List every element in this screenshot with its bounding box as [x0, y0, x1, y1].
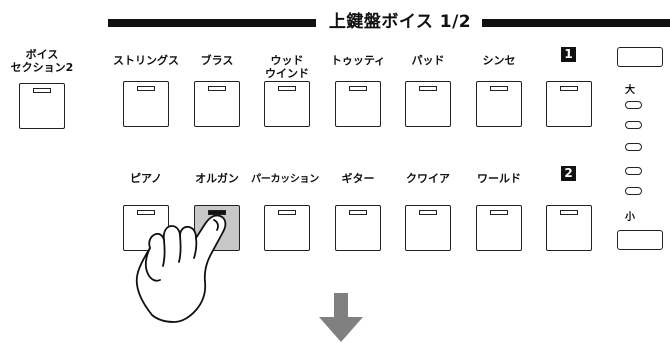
- level-led: [625, 101, 642, 109]
- label-guitar: ギター: [341, 172, 375, 185]
- level-led: [625, 121, 642, 129]
- label-synth: シンセ: [482, 54, 516, 67]
- woodwind-button[interactable]: [264, 81, 310, 127]
- lamp: [490, 210, 508, 215]
- lamp: [208, 86, 226, 91]
- lamp: [137, 86, 155, 91]
- number-2-badge: 2: [561, 166, 576, 181]
- lamp: [349, 210, 367, 215]
- pad-button[interactable]: [405, 81, 451, 127]
- label-percussion: パーカッション: [251, 174, 319, 185]
- guitar-button[interactable]: [335, 205, 381, 251]
- lamp: [349, 86, 367, 91]
- tutti-button[interactable]: [335, 81, 381, 127]
- voice-section2-button[interactable]: [19, 83, 65, 129]
- user-1-button[interactable]: [546, 81, 592, 127]
- synth-button[interactable]: [476, 81, 522, 127]
- strings-button[interactable]: [123, 81, 169, 127]
- lamp: [490, 86, 508, 91]
- hand-pointer-icon: [135, 214, 227, 323]
- lamp: [560, 210, 578, 215]
- label-organ: オルガン: [195, 172, 239, 185]
- volume-up-button[interactable]: [617, 47, 663, 67]
- number-1-badge: 1: [561, 47, 576, 62]
- label-choir: クワイア: [406, 172, 450, 185]
- lamp: [560, 86, 578, 91]
- lamp: [278, 210, 296, 215]
- lamp: [33, 88, 51, 93]
- volume-down-button[interactable]: [617, 230, 663, 250]
- label-brass: ブラス: [200, 54, 234, 67]
- choir-button[interactable]: [405, 205, 451, 251]
- lamp: [419, 210, 437, 215]
- label-tutti: トゥッティ: [330, 54, 386, 67]
- header-bar-left: [108, 19, 316, 27]
- lamp: [419, 86, 437, 91]
- level-led: [625, 187, 642, 195]
- label-world: ワールド: [477, 172, 521, 185]
- label-strings: ストリングス: [113, 54, 179, 67]
- lamp-lit: [208, 210, 226, 215]
- large-label: 大: [625, 85, 635, 96]
- brass-button[interactable]: [194, 81, 240, 127]
- user-2-button[interactable]: [546, 205, 592, 251]
- label-piano: ピアノ: [129, 172, 162, 185]
- arrow-down-icon: [319, 293, 363, 342]
- level-led: [625, 167, 642, 175]
- voice-section2-label: ボイス セクション2: [10, 48, 74, 74]
- lamp: [137, 210, 155, 215]
- header-bar-right: [482, 19, 670, 27]
- level-led: [625, 143, 642, 151]
- percussion-button[interactable]: [264, 205, 310, 251]
- world-button[interactable]: [476, 205, 522, 251]
- small-label: 小: [625, 212, 635, 223]
- label-woodwind: ウッド ウインド: [265, 54, 309, 80]
- panel-title: 上鍵盤ボイス 1/2: [328, 12, 472, 32]
- lamp: [278, 86, 296, 91]
- label-pad: パッド: [411, 54, 445, 67]
